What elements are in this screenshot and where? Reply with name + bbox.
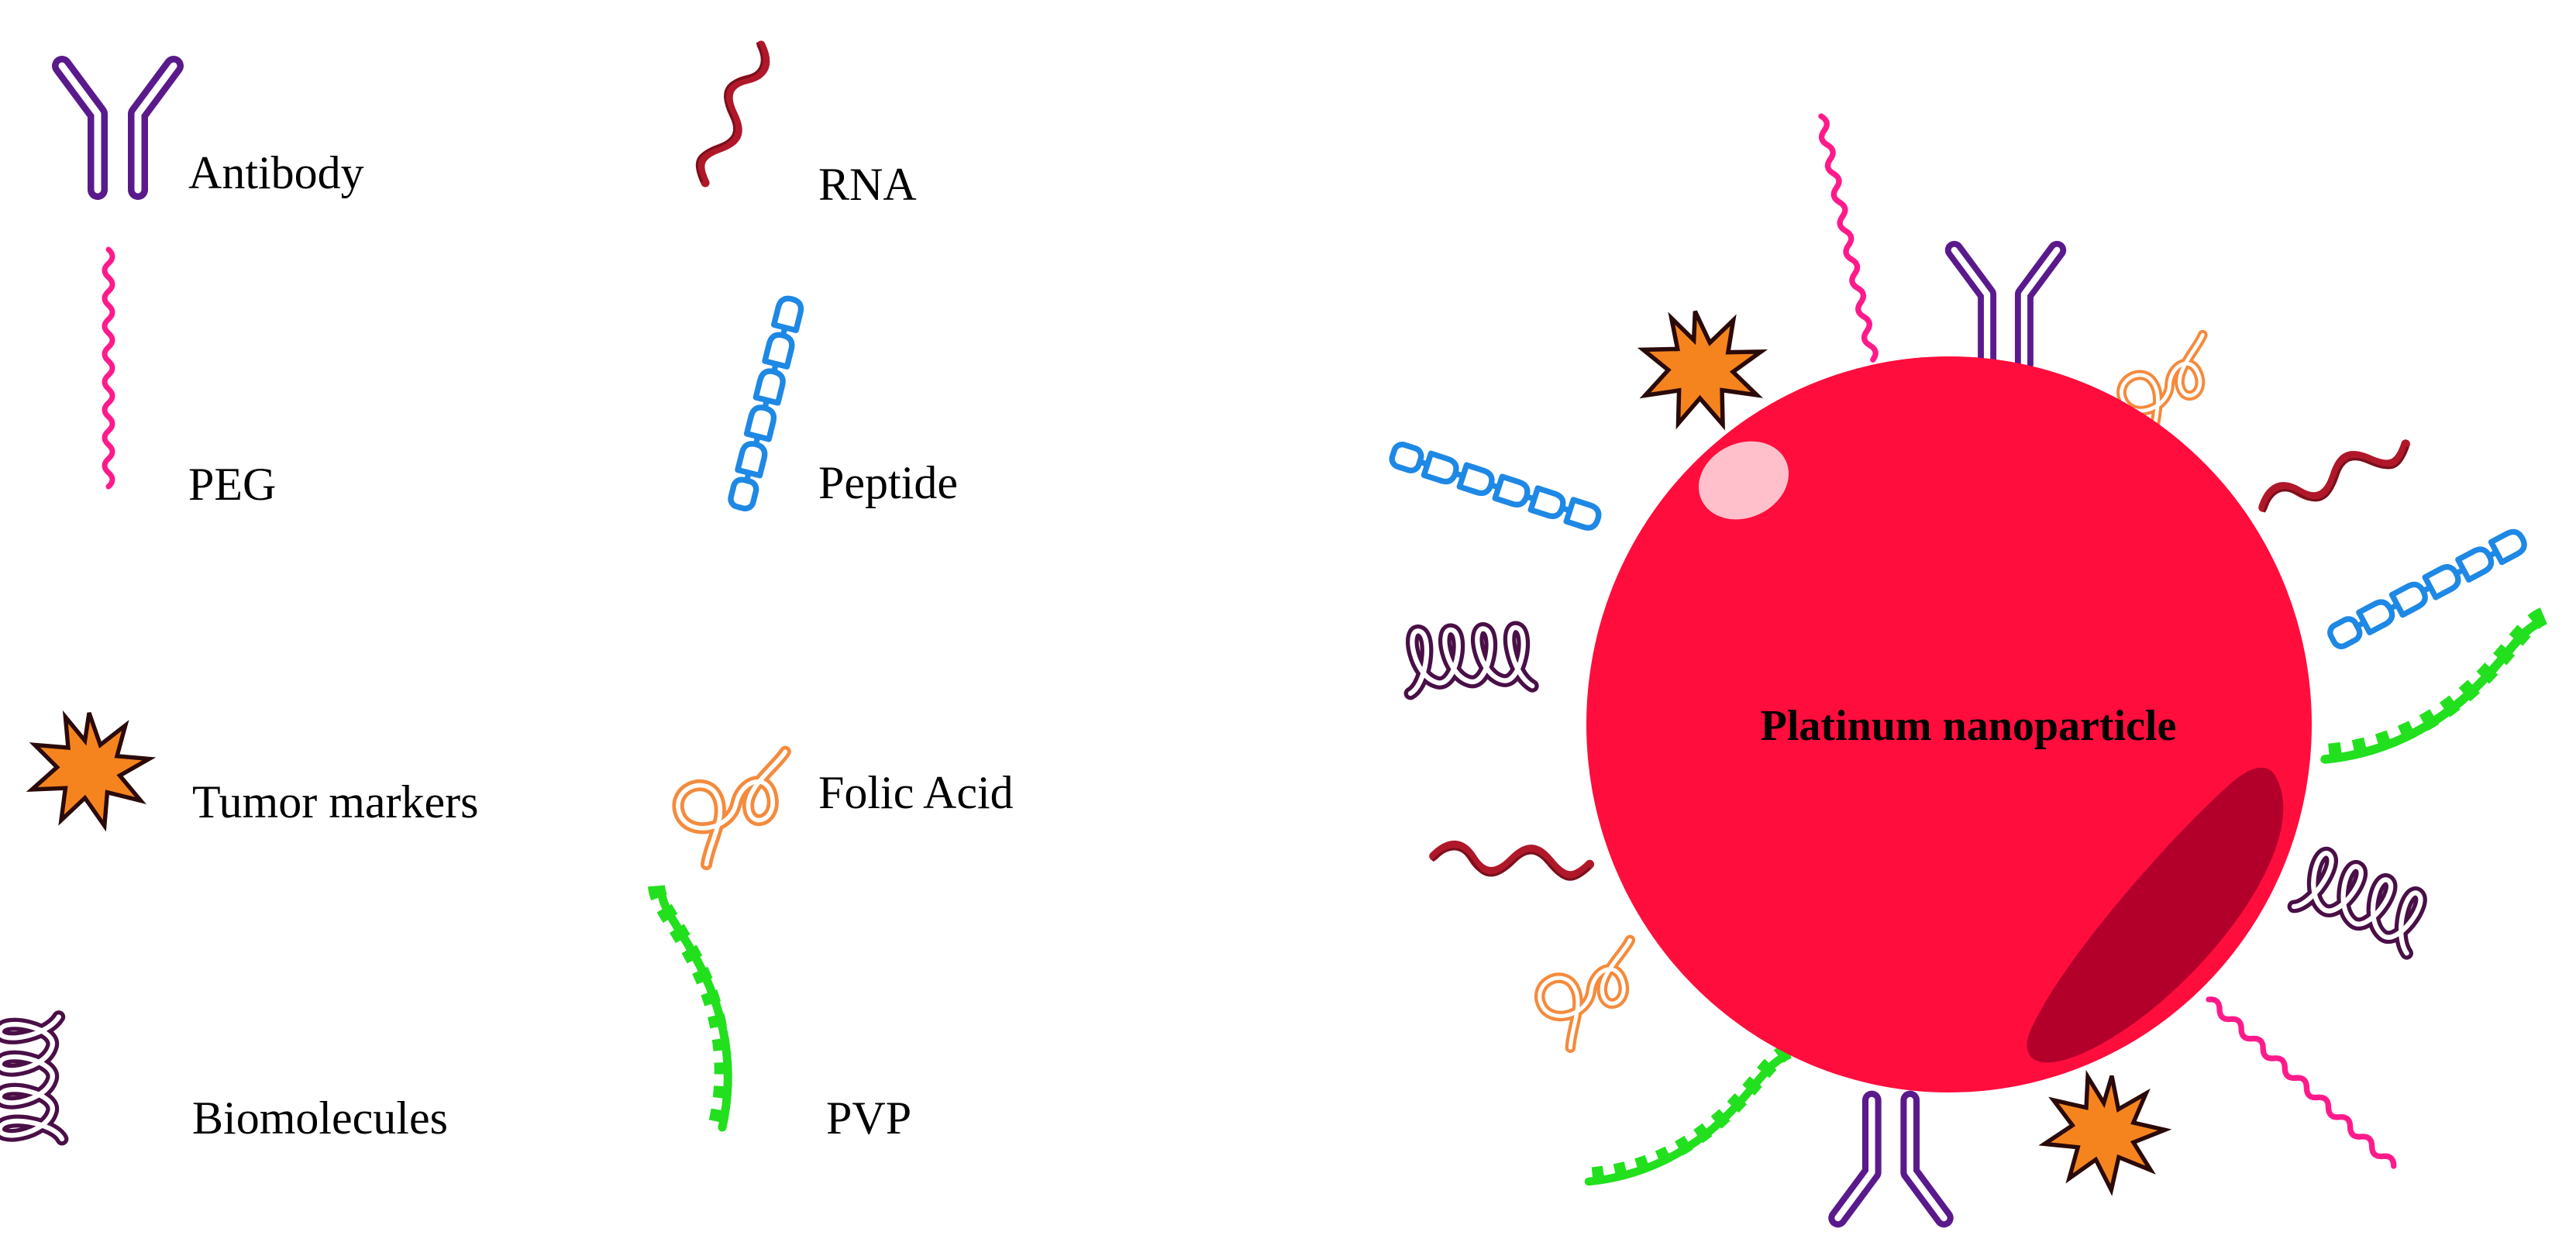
pvp-icon [581,886,797,1127]
legend-label-folic-acid: Folic Acid [818,767,1014,818]
folic-acid-icon [672,752,802,867]
surface-antibody-bottom [1838,1100,1944,1218]
surface-pvp-bottom-left [1589,1037,1789,1196]
surface-peg-top [1817,115,1877,360]
legend-label-pvp: PVP [826,1092,911,1144]
surface-antibody-top [1954,250,2057,364]
surface-folic-left [1531,940,1654,1052]
surface-tumor-top [1637,305,1768,432]
surface-peptide-right [2327,528,2528,649]
legend-label-peg: PEG [188,459,276,510]
surface-peg-bottom-right [2206,996,2396,1169]
sphere-highlight [1698,441,1789,520]
antibody-icon [62,66,174,190]
nanoparticle: Platinum nanoparticle [1390,115,2543,1218]
legend-label-antibody: Antibody [188,147,364,198]
surface-rna-left [1433,844,1590,880]
surface-bio-right [2294,850,2431,956]
surface-rna-right [2258,433,2412,523]
legend-label-biomolecules: Biomolecules [192,1092,448,1144]
peg-icon [105,249,112,487]
tumor-marker-icon [32,713,149,826]
legend: Antibody RNA PEG Peptide Tumor markers F… [0,40,1014,1144]
legend-label-tumor-markers: Tumor markers [192,776,478,827]
rna-icon [691,40,772,188]
biomolecule-icon [0,1017,62,1140]
particle-label: Platinum nanoparticle [1761,702,2177,750]
peptide-icon [729,296,804,510]
surface-tumor-bottom [2040,1068,2171,1196]
surface-bio-left [1408,627,1532,693]
legend-label-peptide: Peptide [818,457,958,508]
surface-peptide-left [1390,442,1601,531]
legend-label-rna: RNA [818,159,917,210]
sphere-shadow [2027,767,2284,1063]
